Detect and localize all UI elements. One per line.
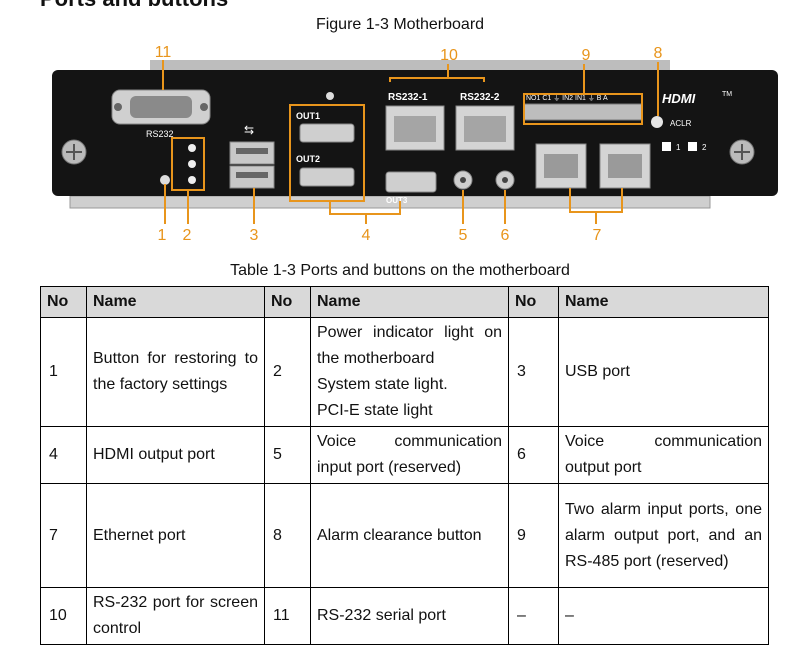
table-cell-name: RS-232 serial port [310,587,509,645]
table-cell-name: RS-232 port for screen control [86,587,265,645]
table-cell-no: 2 [264,317,311,427]
net1-label: 1 [676,143,681,152]
table-cell-name: – [558,587,769,645]
rs232-1-label: RS232-1 [388,92,428,103]
table-cell-no: 3 [508,317,559,427]
callout-7: 7 [593,227,602,244]
hdmi-port-2[interactable] [299,167,355,187]
hdmi-out1-label: OUT1 [296,111,320,121]
table-cell-line: Voice communication output port [565,433,762,476]
table-cell-line: Ethernet port [93,526,186,544]
table-cell-line: – [565,607,574,624]
callout-3: 3 [250,227,259,244]
table-cell-no: 11 [264,587,311,645]
table-cell-line: PCI-E state light [317,402,433,419]
table-cell-line: Button for restoring to the factory sett… [93,350,258,393]
table-cell-name: Power indicator light on the motherboard… [310,317,509,427]
callout-4: 4 [362,227,371,244]
table-cell-line: System state light. [317,376,448,393]
callout-1: 1 [158,227,167,244]
callout-2: 2 [183,227,192,244]
col-header-name: Name [310,286,509,318]
hdmi-led-icon [326,92,334,100]
callout-9: 9 [582,47,591,64]
alarm-clear-button[interactable] [651,116,663,128]
usb-port[interactable] [229,141,275,189]
system-led-icon [188,160,196,168]
ethernet-ports[interactable] [535,143,651,189]
table-cell-no: 8 [264,483,311,588]
power-led-icon [188,144,196,152]
table-cell-name: USB port [558,317,769,427]
table-cell-name: Voice communication output port [558,426,769,484]
table-cell-name: Voice communication input port (reserved… [310,426,509,484]
alarm-terminal-block[interactable] [523,103,643,121]
top-rail [150,60,670,70]
table-cell-no: 6 [508,426,559,484]
table-cell-no: 5 [264,426,311,484]
callout-leaders [162,60,659,224]
hdmi-port-3[interactable] [385,171,437,193]
net1-icon [662,142,671,151]
rs232-screen-control-ports[interactable] [385,105,515,151]
net2-icon [688,142,697,151]
col-header-no: No [508,286,559,318]
table-cell-no: 4 [40,426,87,484]
callout-8: 8 [654,45,663,62]
callout-5: 5 [459,227,468,244]
hdmi-logo: HDMI [662,91,696,106]
table-cell-name: Button for restoring to the factory sett… [86,317,265,427]
table-cell-line: RS-232 port for screen control [93,594,258,637]
table-cell-line: HDMI output port [93,446,215,463]
col-header-no: No [40,286,87,318]
rs232-serial-port[interactable] [111,89,211,125]
table-cell-no: 1 [40,317,87,427]
table-cell-line: Alarm clearance button [317,526,482,544]
aclr-label: ACLR [670,119,692,128]
table-cell-no: 9 [508,483,559,588]
pcie-led-icon [188,176,196,184]
table-cell-line: USB port [565,363,630,380]
callout-10: 10 [440,47,458,64]
net2-label: 2 [702,143,707,152]
hdmi-port-1[interactable] [299,123,355,143]
usb-icon: ⇆ [244,123,254,137]
motherboard-figure: RS232 ⇆ OUT1 OUT2 OUT3 RS232-1 RS232-2 N… [52,44,778,244]
table-cell-line: Two alarm input ports, one alarm output … [565,500,762,570]
rs232-label: RS232 [146,129,174,139]
table-cell-no: – [508,587,559,645]
table-cell-line: RS-232 serial port [317,607,446,624]
table-cell-line: Power indicator light on the motherboard [317,324,502,367]
table-cell-name: Two alarm input ports, one alarm output … [558,483,769,588]
table-cell-name: HDMI output port [86,426,265,484]
table-caption: Table 1-3 Ports and buttons on the mothe… [230,262,570,279]
table-cell-no: 7 [40,483,87,588]
hdmi-out2-label: OUT2 [296,154,320,164]
figure-caption: Figure 1-3 Motherboard [315,16,485,33]
table-cell-name: Ethernet port [86,483,265,588]
right-screw-icon [729,139,755,165]
callout-6: 6 [501,227,510,244]
left-screw-icon [61,139,87,165]
table-cell-name: Alarm clearance button [310,483,509,588]
col-header-name: Name [86,286,265,318]
table-cell-no: 10 [40,587,87,645]
table-cell-line: Voice communication input port (reserved… [317,433,502,476]
col-header-name: Name [558,286,769,318]
hdmi-tm: TM [722,91,732,98]
hdmi-highlight-box [289,104,365,202]
terminal-labels: NO1 C1 ⏚ IN2 IN1 ⏚ B A [526,94,608,102]
table-header-row: No Name No Name No Name [40,286,769,318]
section-heading-cutoff: Ports and buttons [40,0,228,12]
rs232-2-label: RS232-2 [460,92,500,103]
callout-11: 11 [155,44,172,61]
hdmi-out3-label: OUT3 [386,196,408,205]
col-header-no: No [264,286,311,318]
reset-button[interactable] [160,175,170,185]
